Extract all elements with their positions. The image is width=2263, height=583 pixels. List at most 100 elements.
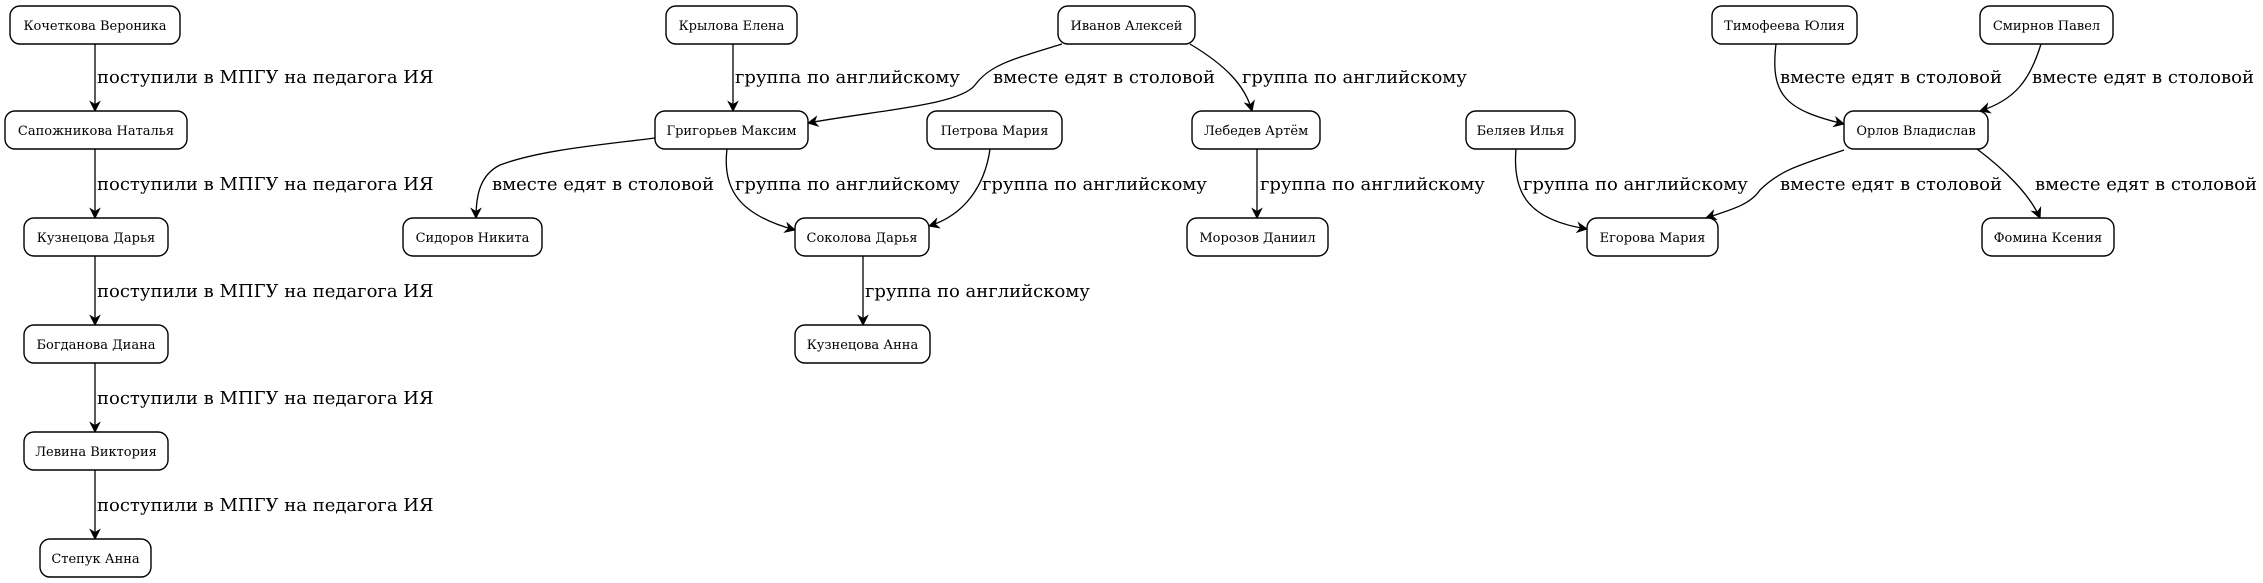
edge-label: группа по английскому xyxy=(735,67,960,88)
node-box xyxy=(1711,5,1858,45)
edge-label: поступили в МПГУ на педагога ИЯ xyxy=(97,281,434,302)
node-n21[interactable]: Фомина Ксения xyxy=(1981,217,2115,257)
node-n8[interactable]: Григорьев Максим xyxy=(654,110,809,150)
node-n10[interactable]: Соколова Дарья xyxy=(794,217,930,257)
edge-arrow xyxy=(1514,148,1589,234)
node-label: Кочеткова Вероника xyxy=(23,19,166,34)
edge-arrow xyxy=(1978,43,2042,114)
node-n2[interactable]: Сапожникова Наталья xyxy=(4,110,188,150)
node-box xyxy=(9,5,181,45)
edge-arrow xyxy=(1774,43,1846,128)
node-box xyxy=(1981,217,2115,257)
node-n20[interactable]: Орлов Владислав xyxy=(1843,110,1989,150)
edge-arrow xyxy=(1976,148,2042,220)
node-box xyxy=(402,217,543,257)
node-box xyxy=(4,110,188,150)
node-label: Богданова Диана xyxy=(36,338,155,353)
node-n15[interactable]: Морозов Даниил xyxy=(1186,217,1329,257)
node-label: Кузнецова Анна xyxy=(807,338,919,353)
node-n4[interactable]: Богданова Диана xyxy=(23,324,169,364)
edge-arrow xyxy=(1189,43,1255,113)
node-n1[interactable]: Кочеткова Вероника xyxy=(9,5,181,45)
node-box xyxy=(23,217,169,257)
node-n13[interactable]: Иванов Алексей xyxy=(1057,5,1196,45)
node-label: Тимофеева Юлия xyxy=(1724,19,1845,34)
node-n14[interactable]: Лебедев Артём xyxy=(1191,110,1321,150)
edge-label: вместе едят в столовой xyxy=(492,174,714,195)
edge-n4-n5: поступили в МПГУ на педагога ИЯ xyxy=(89,363,434,434)
edge-label: группа по английскому xyxy=(1260,174,1485,195)
node-label: Соколова Дарья xyxy=(807,231,918,246)
node-label: Григорьев Максим xyxy=(666,124,796,139)
edge-n5-n6: поступили в МПГУ на педагога ИЯ xyxy=(89,470,434,541)
node-n19[interactable]: Смирнов Павел xyxy=(1979,5,2114,45)
node-n3[interactable]: Кузнецова Дарья xyxy=(23,217,169,257)
node-label: Лебедев Артём xyxy=(1204,124,1308,139)
edge-arrow xyxy=(470,137,656,220)
edge-n7-n8: группа по английскому xyxy=(727,44,960,113)
edge-label: вместе едят в столовой xyxy=(2035,174,2257,195)
node-n7[interactable]: Крылова Елена xyxy=(665,5,798,45)
node-box xyxy=(794,324,931,364)
node-label: Кузнецова Дарья xyxy=(37,231,155,246)
edge-n16-n17: группа по английскому xyxy=(1514,148,1748,234)
node-label: Смирнов Павел xyxy=(1993,19,2100,34)
node-box xyxy=(23,324,169,364)
node-label: Беляев Илья xyxy=(1477,124,1565,139)
node-box xyxy=(926,110,1063,150)
node-n9[interactable]: Сидоров Никита xyxy=(402,217,543,257)
node-label: Морозов Даниил xyxy=(1199,231,1315,246)
node-label: Иванов Алексей xyxy=(1071,19,1183,34)
edge-n20-n17: вместе едят в столовой xyxy=(1774,43,2002,128)
node-n11[interactable]: Кузнецова Анна xyxy=(794,324,931,364)
edge-n14-n15: группа по английскому xyxy=(1251,149,1485,220)
node-box xyxy=(1586,217,1719,257)
edge-n18-n20: вместе едят в столовой xyxy=(1704,149,2002,221)
edge-n20-n21: вместе едят в столовой xyxy=(1978,43,2254,114)
edge-label: поступили в МПГУ на педагога ИЯ xyxy=(97,174,434,195)
edge-n2-n3: поступили в МПГУ на педагога ИЯ xyxy=(89,149,434,220)
node-n12[interactable]: Петрова Мария xyxy=(926,110,1063,150)
node-box xyxy=(654,110,809,150)
edge-n13-n8: вместе едят в столовой xyxy=(806,43,1215,127)
node-label: Егорова Мария xyxy=(1600,231,1706,246)
edge-label: вместе едят в столовой xyxy=(2032,67,2254,88)
node-box xyxy=(1191,110,1321,150)
edge-arrow xyxy=(725,148,797,233)
edge-label: вместе едят в столовой xyxy=(993,67,1215,88)
node-box xyxy=(1057,5,1196,45)
node-box xyxy=(665,5,798,45)
edge-label: поступили в МПГУ на педагога ИЯ xyxy=(97,388,434,409)
node-n6[interactable]: Степук Анна xyxy=(39,538,152,578)
edge-arrow xyxy=(806,43,1063,127)
edge-n19-n20: вместе едят в столовой xyxy=(1976,148,2257,220)
edge-label: группа по английскому xyxy=(735,174,960,195)
edge-label: поступили в МПГУ на педагога ИЯ xyxy=(97,495,434,516)
node-n17[interactable]: Егорова Мария xyxy=(1586,217,1719,257)
edge-n12-n10: группа по английскому xyxy=(927,148,1207,229)
edge-label: вместе едят в столовой xyxy=(1780,67,2002,88)
edge-n13-n14: группа по английскому xyxy=(1189,43,1467,113)
node-n18[interactable]: Тимофеева Юлия xyxy=(1711,5,1858,45)
node-label: Крылова Елена xyxy=(679,19,785,34)
node-box xyxy=(794,217,930,257)
edge-n8-n10: группа по английскому xyxy=(725,148,960,233)
node-n5[interactable]: Левина Виктория xyxy=(23,431,169,471)
node-box xyxy=(1979,5,2114,45)
node-box xyxy=(1186,217,1329,257)
node-label: Сапожникова Наталья xyxy=(18,124,174,139)
edge-n8-n9: вместе едят в столовой xyxy=(470,137,714,220)
edge-label: поступили в МПГУ на педагога ИЯ xyxy=(97,67,434,88)
edge-label: вместе едят в столовой xyxy=(1780,174,2002,195)
edge-arrow xyxy=(927,148,991,229)
edge-n1-n2: поступили в МПГУ на педагога ИЯ xyxy=(89,44,434,113)
edge-n3-n4: поступили в МПГУ на педагога ИЯ xyxy=(89,256,434,327)
node-box xyxy=(1465,110,1576,150)
node-label: Сидоров Никита xyxy=(416,231,530,246)
node-label: Петрова Мария xyxy=(941,124,1049,139)
node-n16[interactable]: Беляев Илья xyxy=(1465,110,1576,150)
edge-label: группа по английскому xyxy=(865,281,1090,302)
edge-label: группа по английскому xyxy=(982,174,1207,195)
node-label: Фомина Ксения xyxy=(1994,231,2103,246)
